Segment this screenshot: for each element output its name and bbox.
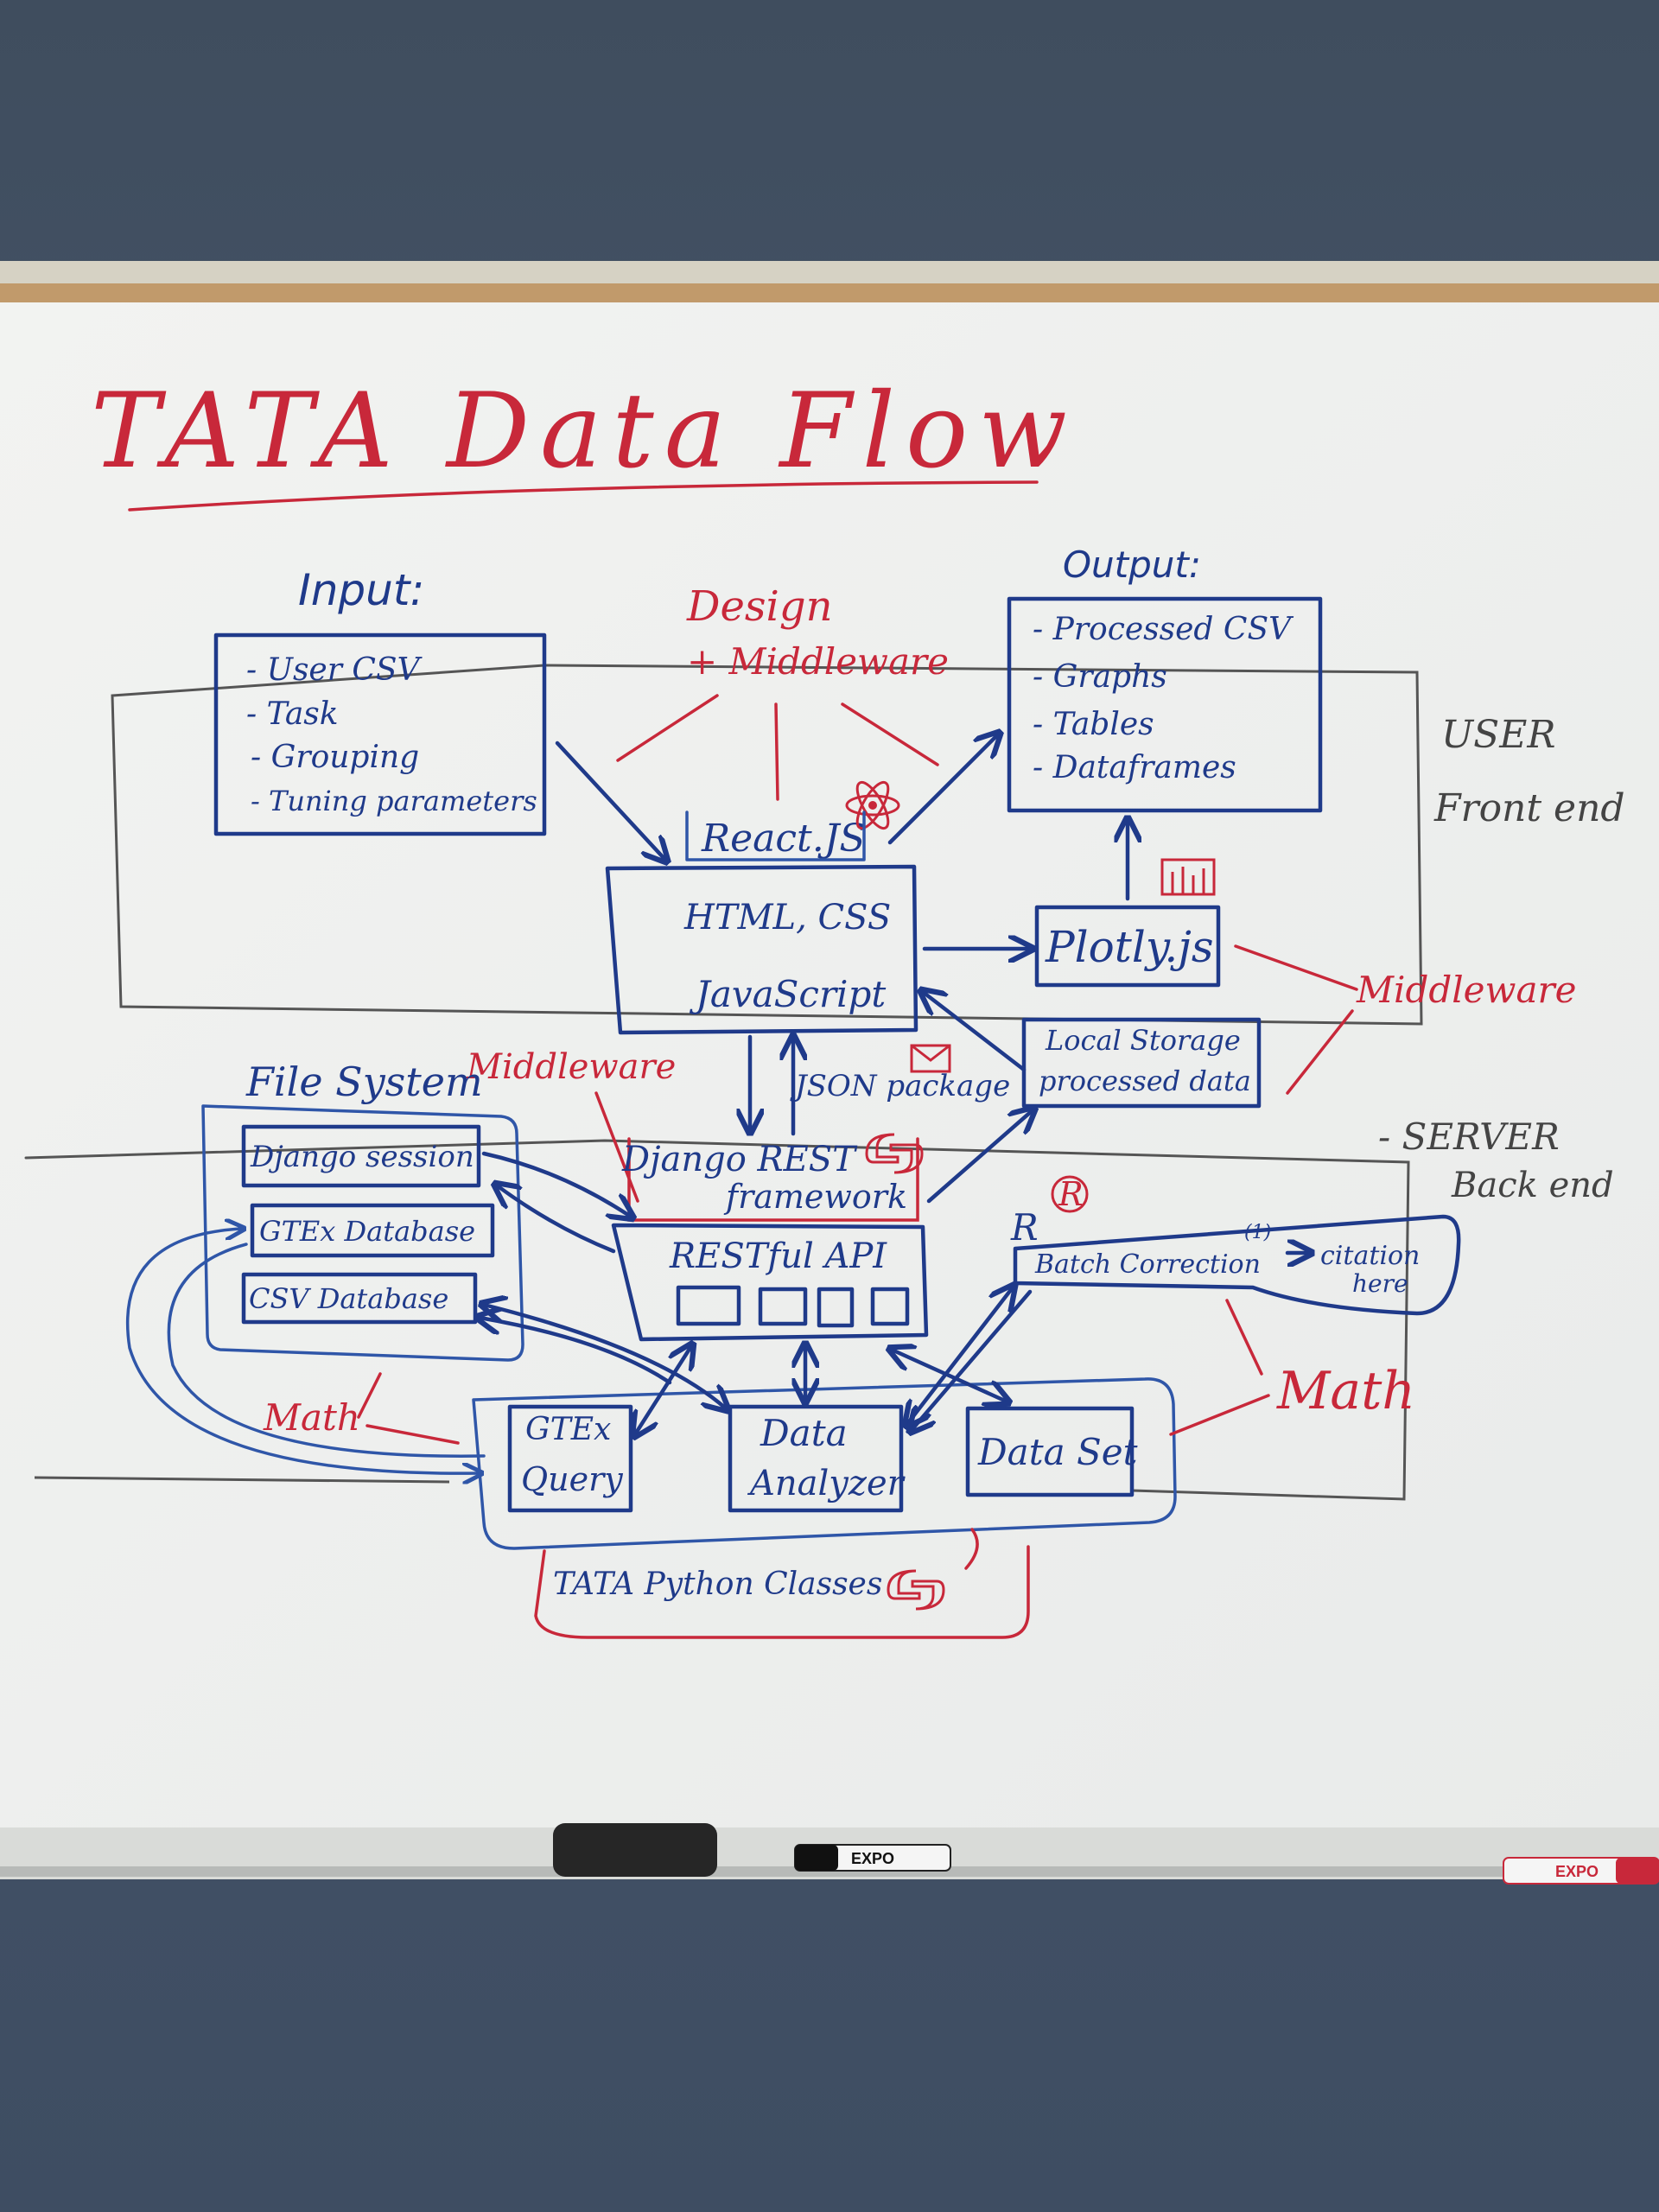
r-language-label: R	[1010, 1206, 1039, 1249]
data-set-box	[965, 1406, 1135, 1497]
server-zone-label: - SERVER	[1378, 1116, 1560, 1158]
back-end-zone-label: Back end	[1451, 1166, 1614, 1205]
gtex-query-line1: GTEx	[525, 1412, 611, 1447]
input-item-task: - Task	[246, 696, 339, 732]
output-box	[1007, 596, 1323, 813]
envelope-icon	[910, 1044, 951, 1073]
react-box-outline	[685, 810, 866, 861]
file-system-heading: File System	[245, 1058, 483, 1105]
r-logo-icon: R	[1058, 1175, 1084, 1213]
api-endpoint-2	[758, 1287, 808, 1326]
output-heading: Output:	[1063, 543, 1201, 586]
batch-correction-label: Batch Correction	[1034, 1249, 1261, 1280]
eraser[interactable]	[553, 1823, 717, 1877]
input-box	[213, 632, 547, 836]
r-logo-circle	[1051, 1175, 1089, 1213]
data-analyzer-box	[728, 1404, 904, 1513]
arrow-api-gtex-query[interactable]	[635, 1346, 691, 1434]
input-heading: Input:	[298, 565, 424, 615]
react-atom-icon	[845, 780, 900, 830]
math-left-label: Math	[263, 1396, 360, 1439]
django-rest-box	[627, 1137, 919, 1222]
react-js-label: React.JS	[701, 817, 866, 861]
plotly-label: Plotly.js	[1045, 922, 1213, 972]
html-box	[605, 864, 918, 1035]
data-analyzer-line2: Analyzer	[747, 1464, 906, 1503]
citation-label: citation	[1320, 1241, 1420, 1271]
django-rest-label: Django REST	[621, 1140, 858, 1179]
arrow-gtex-db-gtex-query-inner[interactable]	[167, 1243, 486, 1458]
user-zone-label: USER	[1441, 713, 1555, 757]
gtex-database-label: GTEx Database	[259, 1215, 475, 1248]
output-item-dataframes: - Dataframes	[1033, 750, 1236, 785]
python-classes-caption: TATA Python Classes	[553, 1567, 882, 1602]
batch-correction-box	[1013, 1214, 1461, 1316]
arrow-html-to-output	[887, 734, 998, 845]
whiteboard-surface	[0, 302, 1659, 1832]
gtex-query-line2: Query	[521, 1460, 623, 1498]
middleware-center-label: Middleware	[466, 1047, 676, 1087]
python-classes-box	[472, 1377, 1177, 1550]
plotly-chart-icon	[1160, 858, 1216, 896]
design-label: Design	[686, 582, 833, 631]
output-item-processed-csv: - Processed CSV	[1033, 612, 1294, 647]
batch-footnote-label: (1)	[1244, 1222, 1271, 1243]
middleware-center-connector	[594, 1091, 639, 1203]
front-end-zone-label: Front end	[1433, 786, 1625, 830]
django-session-label: Django session	[250, 1140, 474, 1174]
data-set-label: Data Set	[977, 1431, 1138, 1473]
math-right-connector-bottom	[1169, 1394, 1270, 1436]
python-logo-icon	[865, 1133, 924, 1174]
black-marker-label: EXPO	[851, 1850, 894, 1867]
arrow-input-to-html	[555, 741, 665, 860]
javascript-label: JavaScript	[689, 973, 886, 1015]
middleware-right-label: Middleware	[1356, 969, 1576, 1011]
api-endpoint-3	[817, 1287, 855, 1328]
arrow-django-to-storage	[926, 1110, 1033, 1204]
design-connector-center	[774, 702, 779, 801]
input-item-grouping: - Grouping	[251, 740, 419, 775]
middleware-right-connector-bottom	[1286, 1009, 1354, 1095]
arrow-session-to-api[interactable]	[481, 1151, 631, 1217]
title-underline	[128, 480, 1039, 512]
django-framework-label: framework	[723, 1178, 907, 1216]
processed-data-label: processed data	[1039, 1065, 1251, 1097]
output-item-graphs: - Graphs	[1033, 659, 1167, 695]
black-expo-marker[interactable]: EXPO	[794, 1844, 951, 1872]
csv-database-label: CSV Database	[249, 1282, 448, 1315]
django-session-box	[241, 1124, 481, 1188]
python-classes-logo-icon	[887, 1569, 945, 1611]
html-css-label: HTML, CSS	[683, 898, 891, 938]
arrow-analyzer-batch-2[interactable]	[912, 1289, 1033, 1430]
cork-inner	[0, 283, 1659, 302]
json-package-label: JSON package	[790, 1069, 1010, 1103]
plotly-box	[1034, 905, 1221, 988]
math-right-connector-top	[1225, 1299, 1263, 1376]
user-frontend-region	[111, 664, 1423, 1026]
design-middleware-label: + Middleware	[687, 640, 949, 683]
citation-here-label: here	[1352, 1269, 1408, 1298]
middleware-right-connector-top	[1234, 944, 1358, 991]
red-expo-marker[interactable]: EXPO	[1503, 1857, 1659, 1885]
arrow-storage-to-html	[923, 992, 1027, 1072]
data-analyzer-line1: Data	[760, 1412, 848, 1454]
input-item-user-csv: - User CSV	[246, 652, 423, 688]
local-storage-box	[1021, 1017, 1262, 1109]
output-item-tables: - Tables	[1033, 707, 1154, 742]
restful-api-label: RESTful API	[669, 1236, 887, 1276]
arrow-api-to-session[interactable]	[497, 1185, 616, 1254]
input-item-tuning-parameters: - Tuning parameters	[251, 785, 537, 817]
python-classes-caption-box	[534, 1545, 1030, 1639]
design-connector-right	[841, 702, 939, 766]
python-classes-caption-arrow	[964, 1528, 979, 1570]
math-right-label: Math	[1276, 1361, 1415, 1421]
arrow-gtex-db-gtex-query[interactable]	[125, 1229, 480, 1473]
local-storage-label: Local Storage	[1045, 1024, 1241, 1057]
design-connector-left	[616, 694, 719, 762]
arrow-analyzer-batch[interactable]	[907, 1287, 1013, 1424]
red-marker-label: EXPO	[1555, 1863, 1599, 1880]
